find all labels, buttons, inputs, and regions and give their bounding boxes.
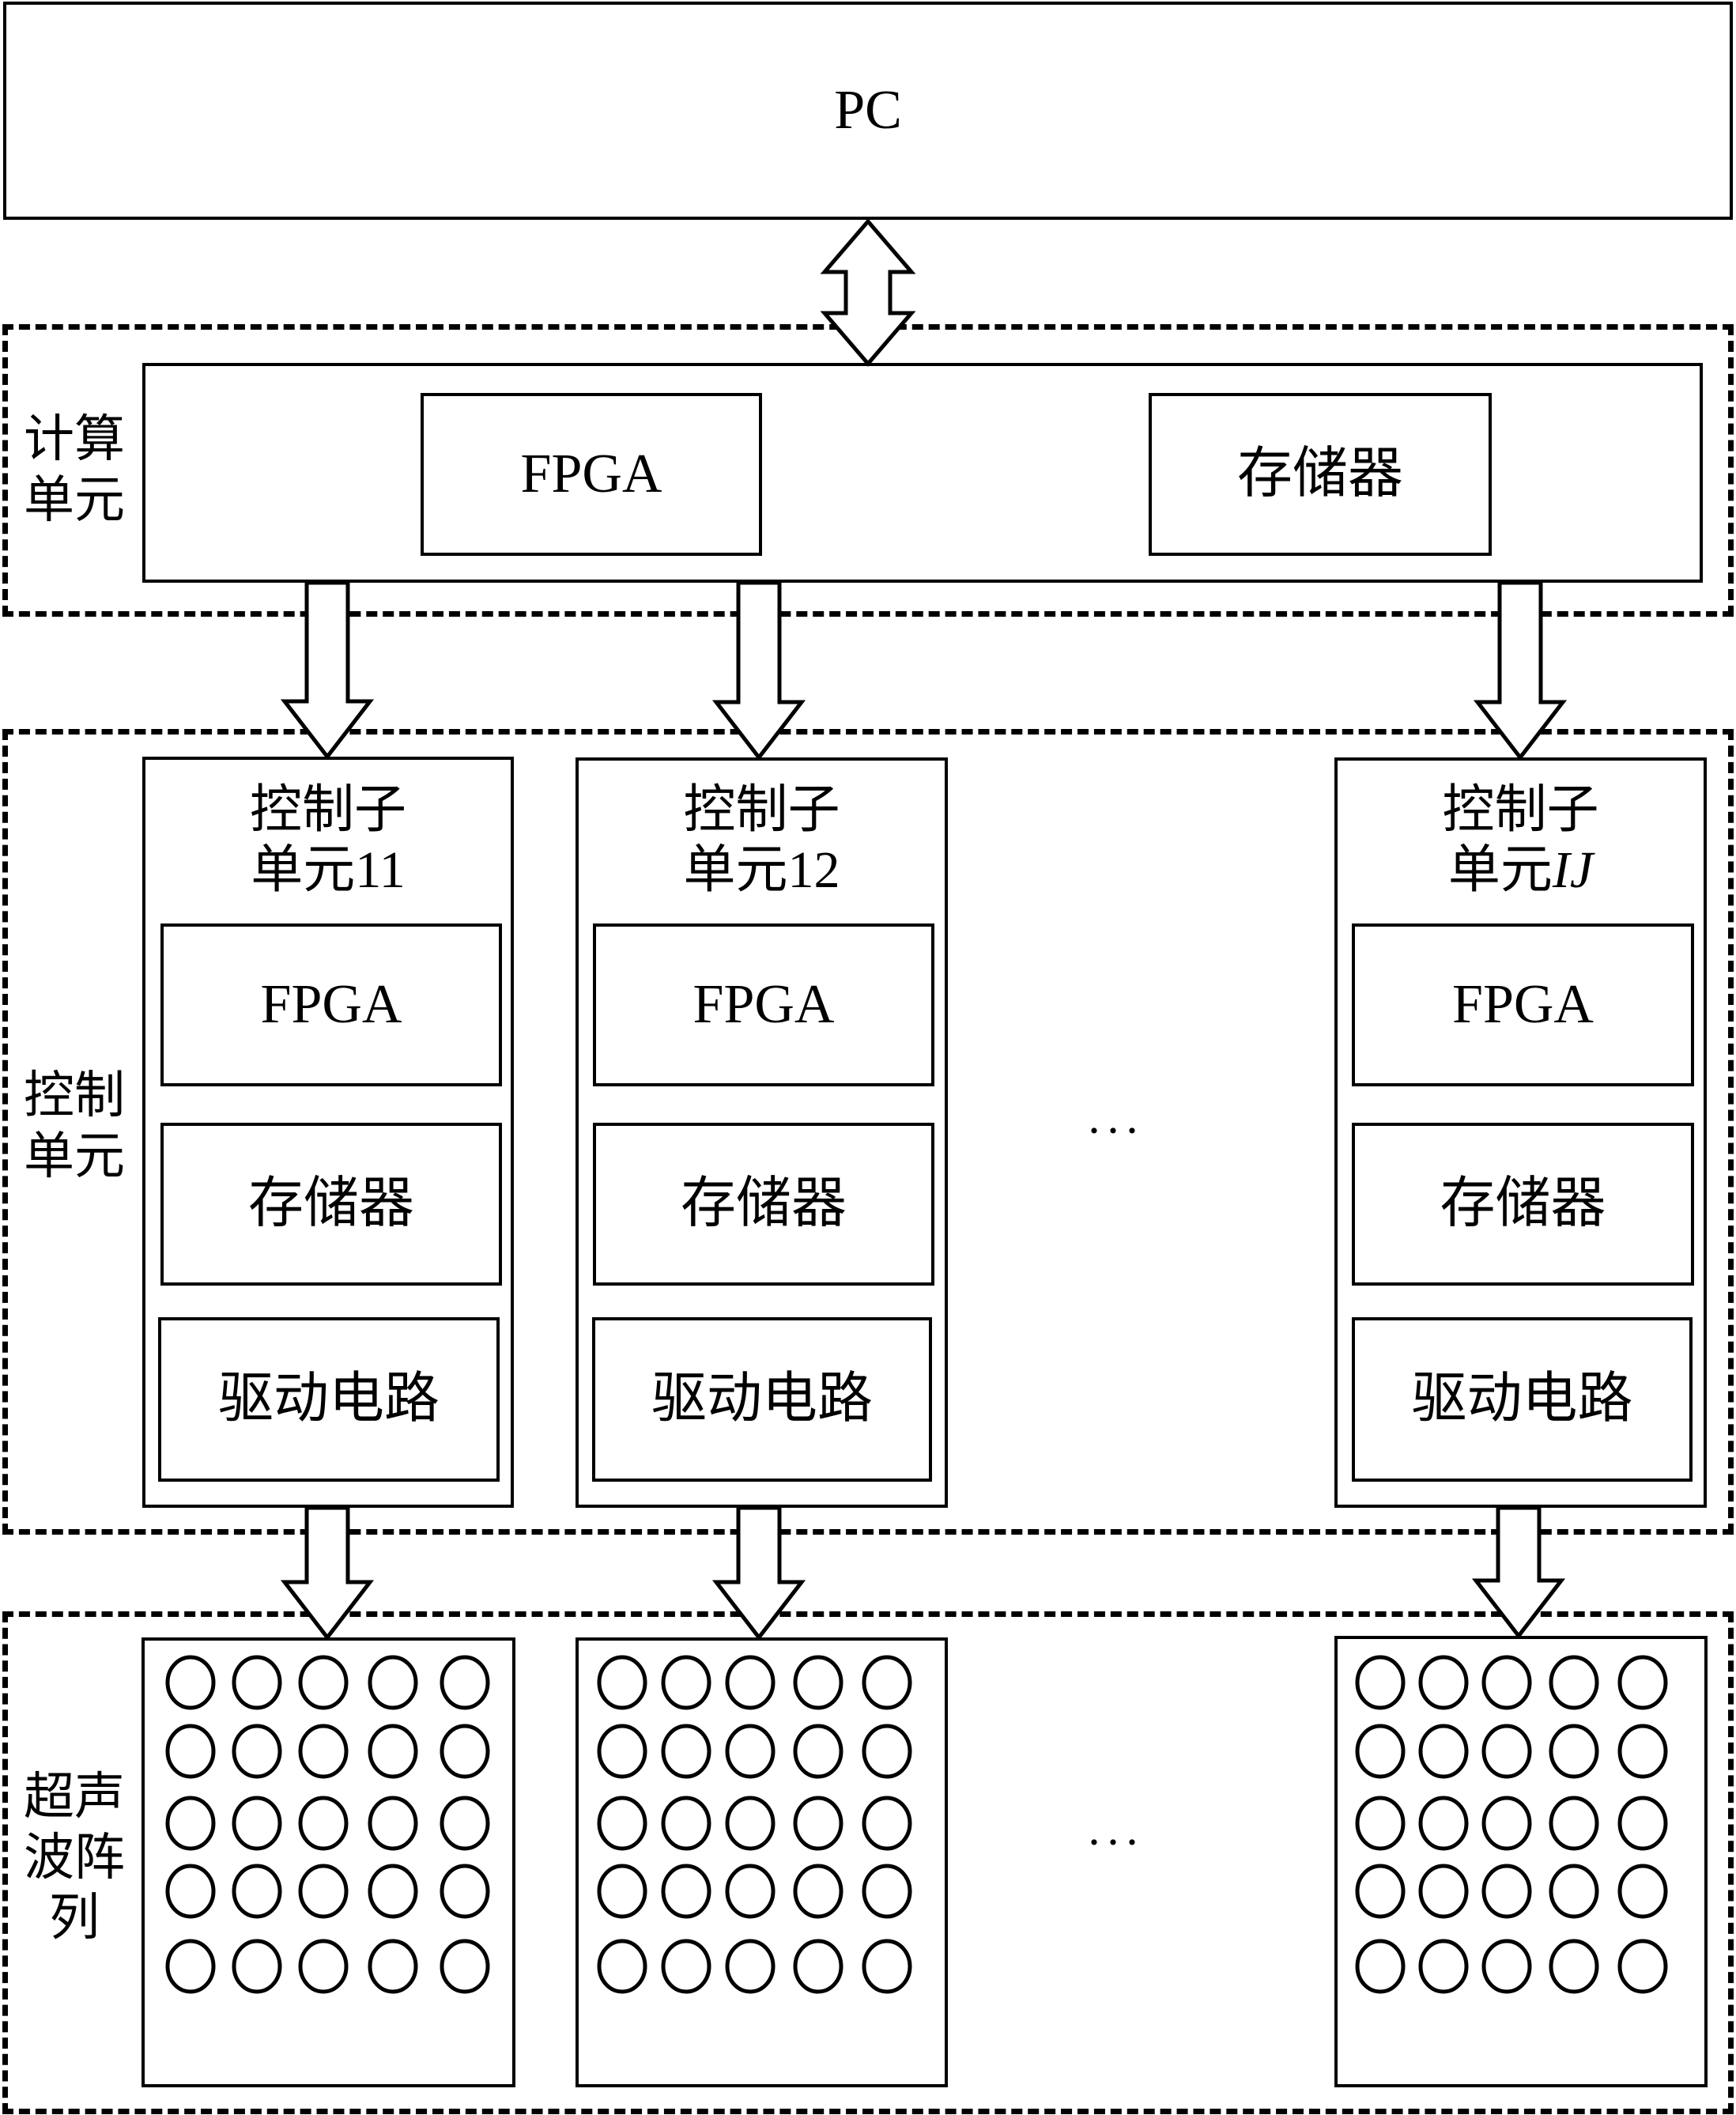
control-unit-label-line1: 控制: [24, 1067, 125, 1124]
compute-unit-group-label: 计算 单元: [11, 395, 138, 546]
control-subunit-11-title: 控制子 单元11: [142, 765, 514, 916]
subunit-driver-label: 驱动电路: [218, 1368, 440, 1430]
subunit-driver-label: 驱动电路: [651, 1368, 873, 1430]
subunit-driver-label: 驱动电路: [1411, 1368, 1633, 1430]
subunit-index: 11: [355, 841, 406, 899]
subunit-memory-label: 存储器: [248, 1173, 414, 1234]
compute-unit-label-line1: 计算: [24, 411, 125, 468]
subunit-ij-fpga-box: FPGA: [1352, 923, 1694, 1086]
control-ellipsis: ···: [1086, 1105, 1143, 1157]
subunit-ij-driver-box: 驱动电路: [1352, 1317, 1693, 1482]
compute-memory-box: 存储器: [1149, 393, 1492, 556]
subunit-memory-label: 存储器: [681, 1173, 847, 1234]
ultrasonic-array-group-label: 超声 波阵 列: [11, 1751, 138, 1965]
subunit-memory-label: 存储器: [1440, 1173, 1606, 1234]
compute-fpga-label: FPGA: [520, 443, 662, 504]
array-label-line1: 超声: [24, 1768, 125, 1825]
subunit-fpga-label: FPGA: [260, 973, 402, 1035]
subunit-12-driver-box: 驱动电路: [592, 1317, 932, 1482]
control-unit-group: [2, 729, 1734, 1535]
subunit-fpga-label: FPGA: [693, 973, 835, 1035]
pc-box: PC: [3, 2, 1733, 220]
subunit-title-line2: 单元12: [683, 841, 840, 899]
transducer-array-11: [142, 1637, 515, 2087]
subunit-title-line1: 控制子: [250, 781, 406, 840]
array-ellipsis: ···: [1086, 1816, 1143, 1868]
subunit-12-memory-box: 存储器: [593, 1123, 934, 1286]
control-subunit-ij-title: 控制子 单元IJ: [1334, 765, 1707, 916]
subunit-12-fpga-box: FPGA: [593, 923, 934, 1086]
transducer-array-12: [576, 1637, 948, 2087]
subunit-11-memory-box: 存储器: [160, 1123, 502, 1286]
subunit-title-line1: 控制子: [1442, 781, 1599, 840]
pc-label: PC: [834, 79, 902, 141]
subunit-11-fpga-box: FPGA: [160, 923, 502, 1086]
subunit-title-line2: 单元11: [251, 841, 406, 899]
compute-unit-label-line2: 单元: [24, 472, 125, 528]
array-label-line2: 波阵: [24, 1829, 125, 1886]
subunit-index: IJ: [1552, 841, 1594, 899]
control-subunit-12-title: 控制子 单元12: [576, 765, 948, 916]
array-label-line3: 列: [49, 1890, 100, 1947]
subunit-ij-memory-box: 存储器: [1352, 1123, 1694, 1286]
transducer-array-ij: [1334, 1636, 1708, 2087]
subunit-11-driver-box: 驱动电路: [158, 1317, 500, 1482]
compute-fpga-box: FPGA: [421, 393, 762, 556]
subunit-title-line2: 单元IJ: [1447, 841, 1594, 899]
subunit-fpga-label: FPGA: [1452, 973, 1594, 1035]
compute-memory-label: 存储器: [1237, 443, 1403, 504]
control-unit-label-line2: 单元: [24, 1128, 125, 1184]
ultrasonic-array-group: [2, 1611, 1734, 2114]
subunit-index: 12: [787, 841, 840, 899]
control-unit-group-label: 控制 单元: [11, 1052, 138, 1202]
subunit-title-line1: 控制子: [683, 781, 840, 840]
